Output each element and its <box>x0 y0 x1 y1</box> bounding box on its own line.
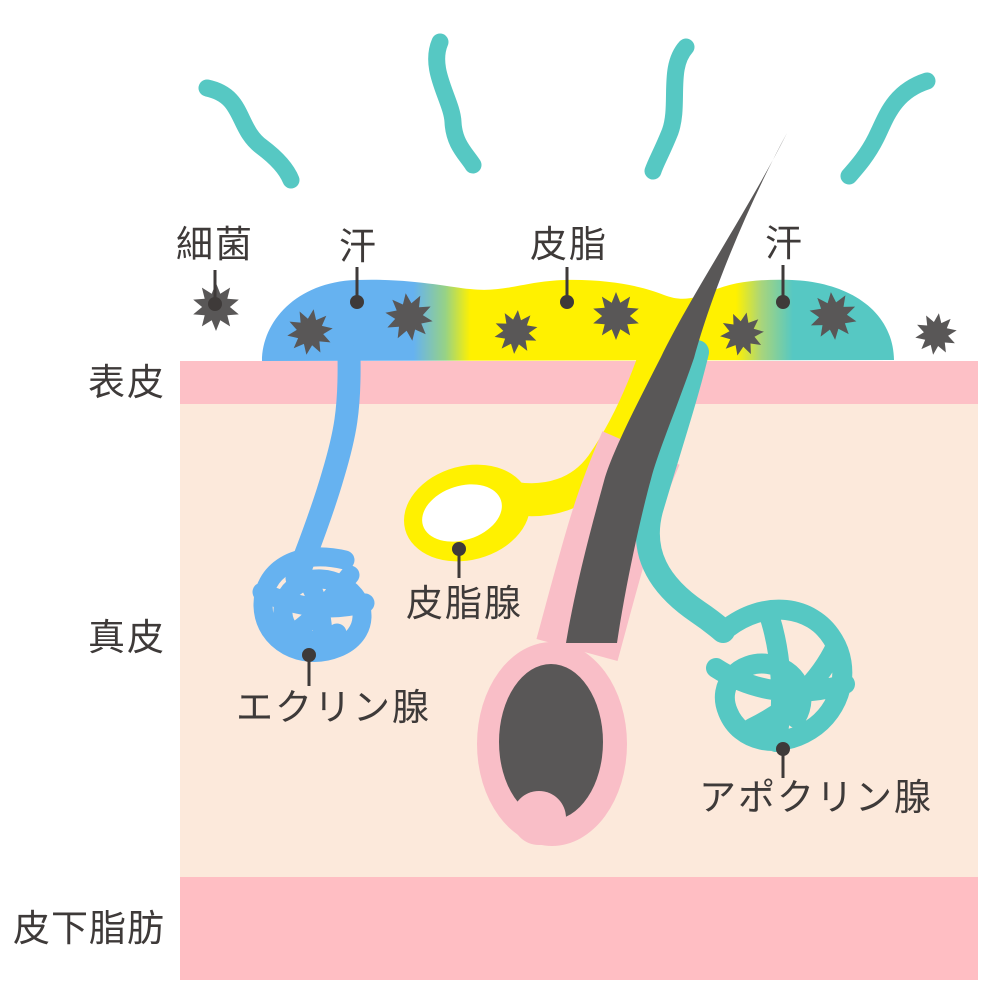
label-sebum: 皮脂 <box>530 223 608 266</box>
label-apocrine-gland: アポクリン腺 <box>699 776 933 819</box>
apocrine-duct <box>635 340 735 643</box>
label-epidermis: 表皮 <box>88 361 166 404</box>
leader-dot-bacteria <box>208 297 222 311</box>
leader-dot-apocrine_gland <box>776 742 790 756</box>
bacterium-icon <box>287 309 333 355</box>
steam-wave-1 <box>198 79 300 189</box>
leader-dot-sebum <box>560 295 574 309</box>
bacterium-icon <box>809 292 857 340</box>
bacterium-icon <box>494 310 538 354</box>
bacteria-group <box>193 283 957 356</box>
epidermis-layer <box>180 361 978 405</box>
steam-waves <box>198 33 936 189</box>
label-sweat-right: 汗 <box>765 222 804 265</box>
leader-dot-sweat_right <box>776 295 790 309</box>
bacterium-icon <box>593 292 639 340</box>
steam-wave-4 <box>840 72 936 185</box>
steam-wave-2 <box>428 33 482 174</box>
leader-lines <box>208 265 790 778</box>
label-subcutaneous-fat: 皮下脂肪 <box>13 907 165 950</box>
bacterium-icon <box>720 312 764 356</box>
apocrine-gland-coil <box>706 599 855 752</box>
hair-shaft <box>566 133 787 643</box>
label-dermis: 真皮 <box>88 616 166 659</box>
hair-papilla <box>512 791 566 845</box>
eccrine-gland-coil <box>252 547 375 662</box>
hair-bulb <box>499 664 603 820</box>
leader-dot-eccrine_gland <box>302 648 316 662</box>
steam-wave-3 <box>644 38 695 180</box>
sebaceous-gland-inner <box>422 484 502 542</box>
leader-dot-sweat_left <box>350 295 364 309</box>
bacterium-icon <box>915 313 957 355</box>
label-bacteria: 細菌 <box>176 223 254 266</box>
leader-dot-sebaceous_gland <box>452 542 466 556</box>
label-eccrine-gland: エクリン腺 <box>236 686 431 729</box>
bacterium-icon <box>385 293 433 341</box>
label-sebaceous-gland: 皮脂腺 <box>406 582 523 625</box>
subcutaneous-fat-layer <box>180 877 978 980</box>
label-sweat-left: 汗 <box>339 225 378 268</box>
